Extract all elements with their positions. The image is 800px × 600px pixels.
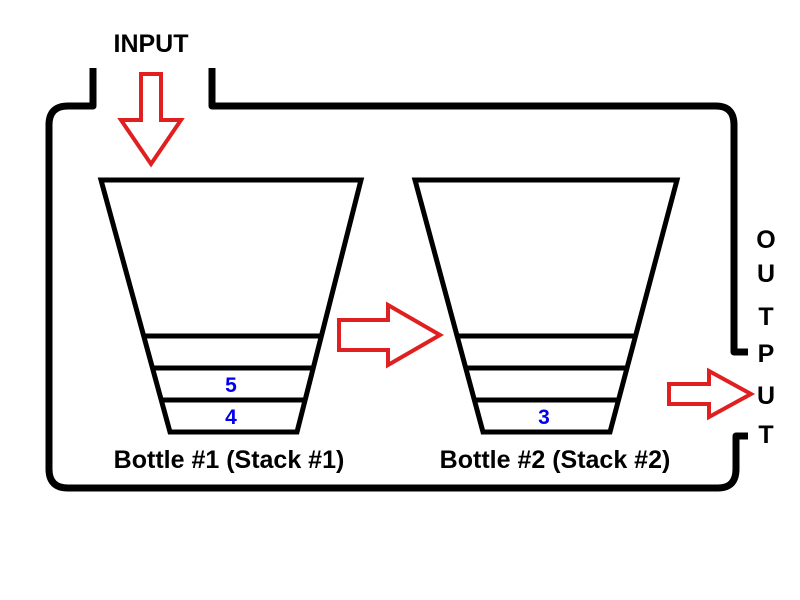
- output-letter: T: [758, 303, 773, 331]
- output-letter: T: [758, 421, 773, 449]
- output-letter: U: [757, 260, 775, 288]
- input-arrow: [117, 72, 185, 168]
- transfer-arrow: [337, 301, 445, 369]
- bottle-1-value: 4: [225, 406, 237, 429]
- input-label: INPUT: [114, 30, 189, 58]
- bottle-2-outline: [411, 177, 681, 435]
- output-arrow: [667, 367, 756, 421]
- bottle-2: 3 Bottle #2 (Stack #2): [411, 177, 681, 474]
- output-label: O U T P U T: [756, 226, 775, 449]
- bottle-1: 5 4 Bottle #1 (Stack #1): [97, 177, 365, 474]
- output-letter: U: [757, 382, 775, 410]
- bottle-2-label: Bottle #2 (Stack #2): [440, 446, 671, 474]
- enclosure-wall-left: [45, 68, 748, 492]
- bottle-2-value: 3: [538, 406, 550, 429]
- enclosure-wall-right: [208, 68, 748, 356]
- bottle-1-outline: [97, 177, 365, 435]
- enclosure: [45, 68, 748, 492]
- output-letter: O: [756, 226, 775, 254]
- output-letter: P: [758, 340, 775, 368]
- bottle-1-label: Bottle #1 (Stack #1): [114, 446, 345, 474]
- bottle-1-value: 5: [225, 374, 237, 397]
